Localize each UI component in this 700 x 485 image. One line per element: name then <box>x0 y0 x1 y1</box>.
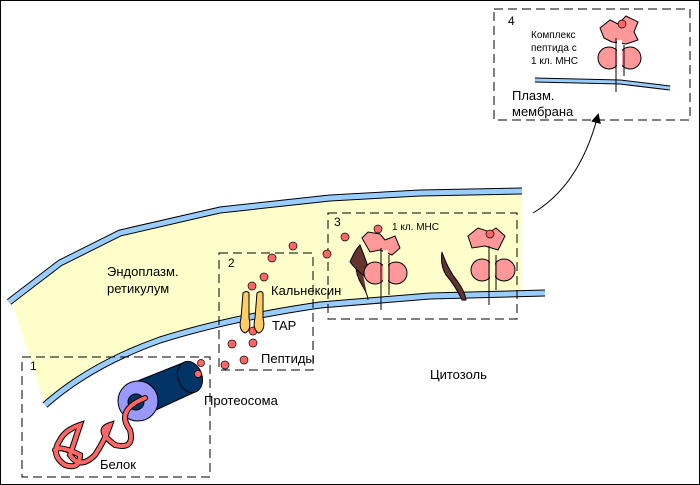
mhc-complex-er-2 <box>441 227 516 305</box>
tap-label: TAP <box>272 318 297 333</box>
protein-label: Белок <box>100 457 136 472</box>
plasma-membrane-label-line2: мембрана <box>512 104 574 119</box>
cytosol-label: Цитозоль <box>430 367 487 382</box>
proteasome <box>117 360 204 422</box>
region-box-2 <box>218 252 314 371</box>
er-label-line1: Эндоплазм. <box>107 264 179 279</box>
complex-label-line3: 1 кл. МНС <box>531 56 578 67</box>
calnexin-label: Кальнексин <box>271 283 342 298</box>
mhc-peptide-complex-surface <box>597 15 642 92</box>
mhc-label: 1 кл. МНС <box>392 222 439 233</box>
er-lumen <box>12 193 545 405</box>
transport-arrow <box>532 113 601 214</box>
peptides-label: Пептиды <box>261 351 315 366</box>
complex-label-line2: пептида с <box>531 43 577 54</box>
region-number-2: 2 <box>228 256 235 270</box>
er-label-line2: ретикулум <box>107 281 170 296</box>
region-number-1: 1 <box>30 359 37 373</box>
mhc-complex-er-1 <box>349 231 408 310</box>
region-number-4: 4 <box>508 14 515 28</box>
region-number-3: 3 <box>334 215 341 229</box>
complex-label-line1: Комплекс <box>531 30 576 41</box>
region-box-4 <box>493 8 691 121</box>
region-box-3 <box>327 212 518 320</box>
plasma-membrane-label-line1: Плазм. <box>512 88 555 103</box>
peptides <box>194 224 383 378</box>
proteasome-label: Протеосома <box>204 393 278 408</box>
protein-chain <box>52 395 148 470</box>
tap-transporter <box>239 291 265 334</box>
